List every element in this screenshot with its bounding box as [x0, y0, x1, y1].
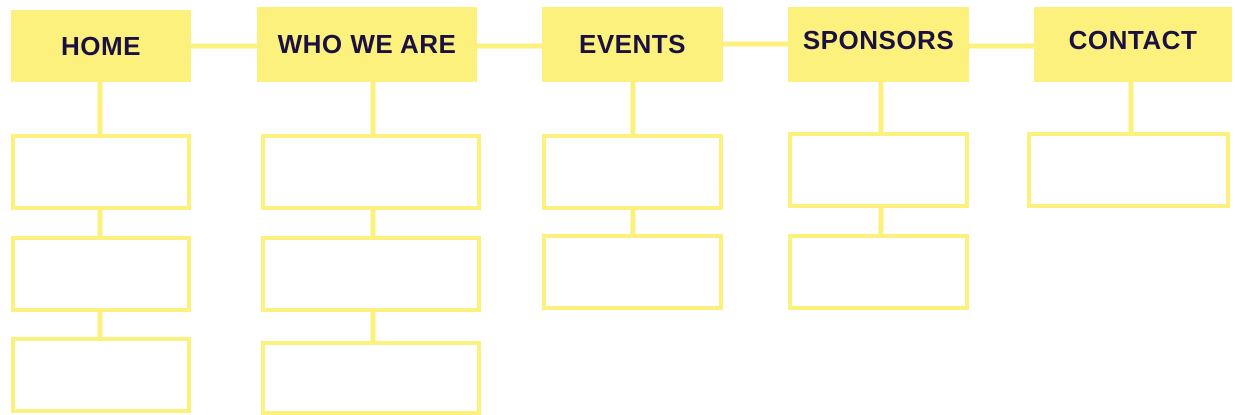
nav-node-contact[interactable]: CONTACT	[1034, 7, 1232, 82]
nav-node-who-we-are[interactable]: WHO WE ARE	[257, 7, 477, 82]
nav-node-label: SPONSORS	[802, 25, 955, 55]
home-child-box-1[interactable]	[11, 134, 191, 210]
who-child-box-1[interactable]	[261, 134, 481, 210]
nav-node-home[interactable]: HOME	[11, 10, 191, 82]
nav-node-label: WHO WE ARE	[277, 29, 457, 59]
events-child-box-1[interactable]	[542, 134, 723, 210]
events-child-box-2[interactable]	[542, 234, 723, 310]
contact-child-box-1[interactable]	[1027, 132, 1230, 208]
nav-node-label: HOME	[61, 30, 141, 61]
nav-node-events[interactable]: EVENTS	[542, 7, 723, 82]
nav-node-label: EVENTS	[578, 29, 687, 59]
sponsors-child-box-1[interactable]	[788, 132, 969, 208]
who-child-box-2[interactable]	[261, 236, 481, 312]
sponsors-child-box-2[interactable]	[788, 234, 969, 310]
who-child-box-3[interactable]	[261, 341, 481, 415]
home-child-box-3[interactable]	[11, 337, 191, 413]
nav-node-sponsors[interactable]: SPONSORS	[788, 7, 969, 82]
home-child-box-2[interactable]	[11, 236, 191, 312]
nav-node-label: CONTACT	[1068, 25, 1198, 55]
